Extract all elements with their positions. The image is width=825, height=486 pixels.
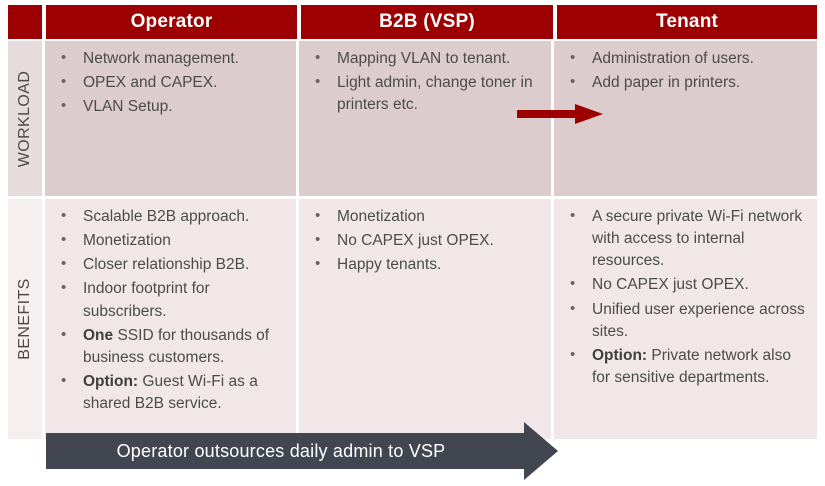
cell-workload-operator: Network management.OPEX and CAPEX.VLAN S… (45, 41, 296, 196)
outsourcing-banner-arrow: Operator outsources daily admin to VSP (46, 422, 558, 480)
header-corner-cell (8, 5, 42, 39)
bullet-item: Scalable B2B approach. (53, 205, 286, 228)
bullet-item-emphasis: One (83, 326, 114, 344)
bullet-list: Scalable B2B approach.MonetizationCloser… (53, 205, 286, 415)
bullet-item: Administration of users. (562, 47, 807, 70)
table-row: WORKLOAD Network management.OPEX and CAP… (8, 41, 817, 196)
bullet-item-emphasis: Option: (83, 373, 139, 391)
cell-benefits-b2b: MonetizationNo CAPEX just OPEX.Happy ten… (299, 199, 551, 439)
bullet-item: Happy tenants. (307, 253, 541, 276)
bullet-item: A secure private Wi-Fi network with acce… (562, 205, 807, 272)
row-label-workload: WORKLOAD (8, 41, 42, 196)
header-column-b2b: B2B (VSP) (301, 5, 553, 39)
bullet-item: Closer relationship B2B. (53, 253, 286, 276)
bullet-item: Option: Private network also for sensiti… (562, 344, 807, 389)
row-label-workload-text: WORKLOAD (16, 70, 33, 167)
bullet-item: No CAPEX just OPEX. (307, 229, 541, 252)
table-body: WORKLOAD Network management.OPEX and CAP… (8, 41, 817, 439)
header-column-tenant: Tenant (557, 5, 817, 39)
table-header-row: Operator B2B (VSP) Tenant (8, 5, 817, 39)
bullet-item: Add paper in printers. (562, 71, 807, 94)
bullet-item: Monetization (307, 205, 541, 228)
cell-benefits-tenant: A secure private Wi-Fi network with acce… (554, 199, 817, 439)
bullet-item: Option: Guest Wi-Fi as a shared B2B serv… (53, 370, 286, 415)
bullet-list: A secure private Wi-Fi network with acce… (562, 205, 807, 389)
bullet-item: Indoor footprint for subscribers. (53, 277, 286, 322)
table-row: BENEFITS Scalable B2B approach.Monetizat… (8, 199, 817, 439)
cell-workload-tenant: Administration of users.Add paper in pri… (554, 41, 817, 196)
cell-workload-b2b: Mapping VLAN to tenant.Light admin, chan… (299, 41, 551, 196)
bullet-item: One SSID for thousands of business custo… (53, 324, 286, 369)
bullet-list: Mapping VLAN to tenant.Light admin, chan… (307, 47, 541, 116)
row-label-benefits-text: BENEFITS (16, 278, 33, 360)
bullet-item: Monetization (53, 229, 286, 252)
bullet-item: OPEX and CAPEX. (53, 71, 286, 94)
bullet-item: VLAN Setup. (53, 95, 286, 118)
bullet-item: Mapping VLAN to tenant. (307, 47, 541, 70)
bullet-list: Network management.OPEX and CAPEX.VLAN S… (53, 47, 286, 118)
cell-benefits-operator: Scalable B2B approach.MonetizationCloser… (45, 199, 296, 439)
header-column-operator: Operator (46, 5, 297, 39)
bullet-list: MonetizationNo CAPEX just OPEX.Happy ten… (307, 205, 541, 276)
row-label-benefits: BENEFITS (8, 199, 42, 439)
bullet-item-emphasis: Option: (592, 346, 648, 364)
bullet-item: Unified user experience across sites. (562, 298, 807, 343)
bullet-item: No CAPEX just OPEX. (562, 273, 807, 296)
bullet-item: Network management. (53, 47, 286, 70)
bullet-item: Light admin, change toner in printers et… (307, 71, 541, 116)
bullet-list: Administration of users.Add paper in pri… (562, 47, 807, 94)
banner-arrow-shape (46, 422, 558, 480)
